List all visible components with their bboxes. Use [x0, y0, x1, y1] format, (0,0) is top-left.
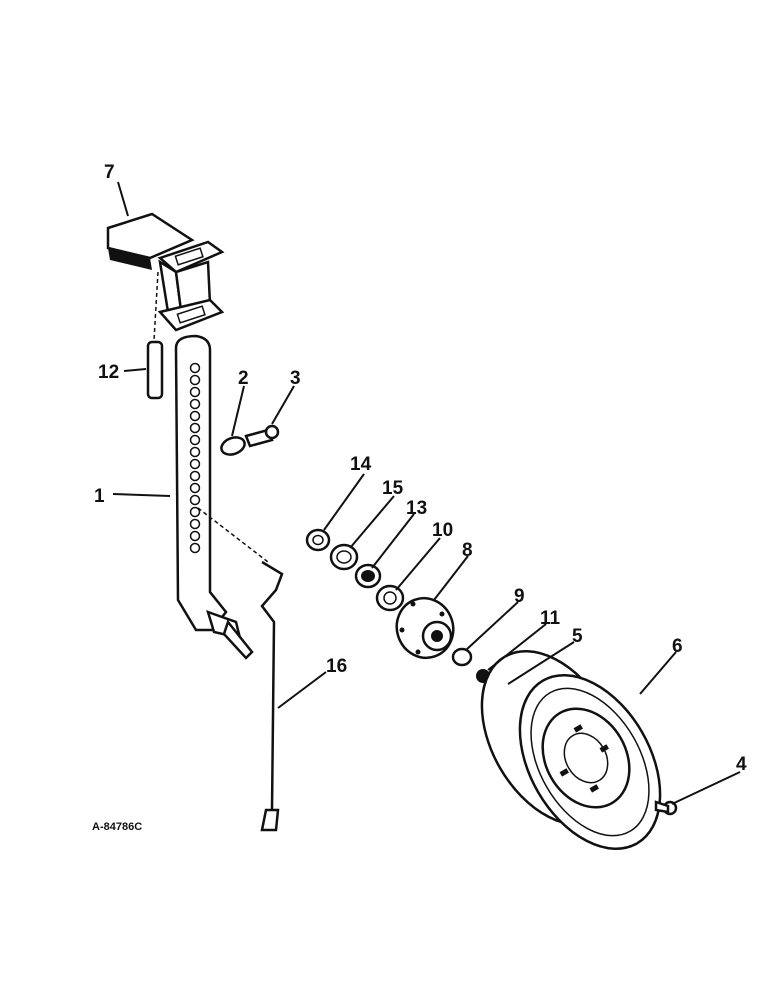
callout-4: 7: [104, 162, 115, 183]
callout-6: 6: [672, 636, 683, 657]
callout-5: 5: [572, 626, 583, 647]
drawing-reference: A-84786C: [92, 821, 142, 833]
gauge-wheel-arm-part: [174, 334, 269, 660]
pin-part: [146, 340, 164, 400]
callout-12: 12: [98, 362, 119, 383]
callout-2: 2: [238, 368, 249, 389]
adjusting-rod-part: [260, 560, 284, 832]
callout-labels: 7 12 1 2 3 14 15 13 10 8 9 11 5 6 16 4: [94, 162, 747, 775]
wheel-bolt-part: [654, 800, 678, 816]
callout-14: 14: [350, 454, 372, 475]
wheel-part: [480, 649, 662, 851]
leader-lines: [112, 181, 741, 805]
callout-9: 9: [514, 586, 525, 607]
callout-8: 4: [736, 754, 747, 775]
callout-15: 15: [382, 478, 404, 499]
arm-holes: [189, 362, 201, 554]
callout-10: 10: [432, 520, 453, 541]
hub-part: [395, 596, 455, 660]
mounting-bracket-part: [106, 212, 225, 341]
callout-1: 1: [94, 486, 105, 507]
washer-bolt-part: [220, 424, 280, 456]
callout-11: 11: [540, 608, 561, 629]
callout-16: 16: [326, 656, 347, 677]
callout-7: 8: [462, 540, 473, 561]
callout-13: 13: [406, 498, 427, 519]
bearing-stack: [305, 528, 405, 612]
callout-3: 3: [290, 368, 301, 389]
